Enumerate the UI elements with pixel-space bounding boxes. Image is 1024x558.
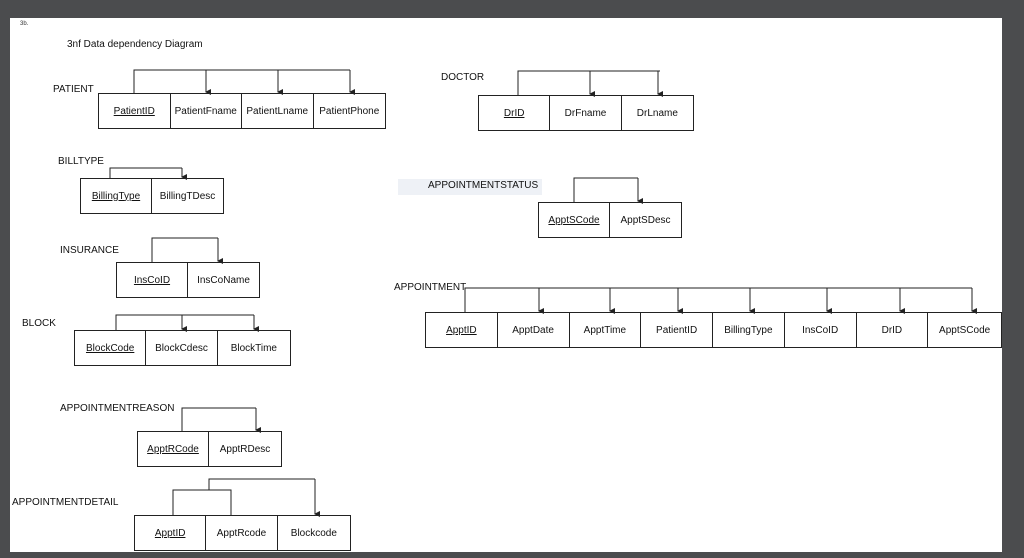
field-patientfname: PatientFname	[171, 94, 242, 128]
entity-name-patient: PATIENT	[53, 84, 94, 95]
field-patientlname: PatientLname	[242, 94, 314, 128]
entity-table-insurance: InsCoID InsCoName	[116, 262, 260, 298]
field-patientid: PatientID	[641, 313, 713, 347]
field-billingtype: BillingType	[713, 313, 785, 347]
field-billingtdesc: BillingTDesc	[159, 190, 216, 202]
field-patientphone: PatientPhone	[319, 105, 380, 117]
field-inscoid: InsCoID	[785, 313, 857, 347]
arrow-group-appointmentdetail	[172, 478, 320, 517]
arrow-group-appointmentreason	[181, 407, 261, 433]
field-insconame: InsCoName	[197, 274, 250, 286]
entity-table-patient: PatientID PatientFname PatientLname Pati…	[98, 93, 386, 129]
entity-table-appointmentreason: ApptRCode ApptRDesc	[137, 431, 282, 467]
entity-name-doctor: DOCTOR	[441, 72, 485, 83]
entity-name-appointment: APPOINTMENT	[394, 282, 467, 293]
pk-inscoid: InsCoID	[117, 263, 188, 297]
field-apptsdesc: ApptSDesc	[620, 214, 671, 226]
viewer-top-bar	[0, 0, 1024, 18]
arrow-group-patient	[133, 69, 355, 95]
pk-blockcode: BlockCode	[75, 331, 147, 365]
pk-drid: DrID	[479, 96, 551, 130]
entity-name-appointmentreason: APPOINTMENTREASON	[60, 403, 175, 414]
field-appttime: ApptTime	[570, 313, 642, 347]
pk-billingtype: BillingType	[81, 179, 152, 213]
entity-table-appointment: ApptID ApptDate ApptTime PatientID Billi…	[425, 312, 1002, 348]
field-drfname: DrFname	[550, 96, 622, 130]
arrow-group-block	[115, 314, 259, 332]
entity-table-doctor: DrID DrFname DrLname	[478, 95, 694, 131]
field-blockcdesc: BlockCdesc	[146, 331, 218, 365]
entity-name-billtype: BILLTYPE	[58, 156, 104, 167]
field-drid: DrID	[857, 313, 929, 347]
pk-apptid: ApptID	[426, 313, 498, 347]
field-blocktime: BlockTime	[230, 342, 277, 354]
corner-label: 3b.	[20, 21, 29, 27]
arrow-group-billtype	[109, 167, 187, 180]
field-blockcode: Blockcode	[290, 527, 337, 539]
pk-apptrcode: ApptRCode	[138, 432, 210, 466]
entity-name-block: BLOCK	[22, 318, 56, 329]
pk-patientid: PatientID	[99, 94, 171, 128]
arrow-group-appointment	[464, 287, 977, 314]
diagram-title: 3nf Data dependency Diagram	[67, 39, 203, 50]
arrow-group-appointmentstatus	[573, 177, 643, 204]
entity-name-appointmentdetail: APPOINTMENTDETAIL	[12, 497, 119, 508]
label-highlight	[398, 179, 542, 195]
entity-name-appointmentstatus: APPOINTMENTSTATUS	[428, 180, 539, 191]
field-apptdate: ApptDate	[498, 313, 570, 347]
field-apptrcode: ApptRcode	[206, 516, 278, 550]
entity-table-billtype: BillingType BillingTDesc	[80, 178, 224, 214]
field-apptrdesc: ApptRDesc	[219, 443, 271, 455]
arrow-group-insurance	[151, 237, 223, 264]
entity-table-appointmentdetail: ApptID ApptRcode Blockcode	[134, 515, 351, 551]
pk-apptscode: ApptSCode	[539, 203, 610, 237]
field-drlname: DrLname	[636, 107, 678, 119]
arrow-group-doctor	[517, 70, 663, 97]
pk-apptid-detail: ApptID	[135, 516, 207, 550]
field-apptscode: ApptSCode	[939, 324, 991, 336]
entity-name-insurance: INSURANCE	[60, 245, 119, 256]
entity-table-appointmentstatus: ApptSCode ApptSDesc	[538, 202, 682, 238]
